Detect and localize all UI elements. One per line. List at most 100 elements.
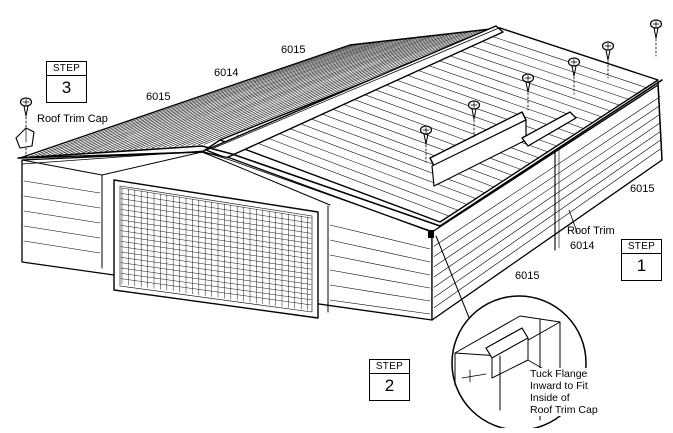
screw-slot	[604, 43, 612, 49]
screw-icon	[521, 73, 535, 111]
roof-rib	[418, 61, 594, 124]
roof-rib	[122, 35, 429, 151]
roof-trim-cap-label: Roof Trim Cap	[37, 113, 108, 125]
roof-rib	[105, 37, 416, 152]
roof-rib	[486, 34, 648, 89]
roof-rib	[463, 43, 630, 100]
roof-rib	[145, 33, 448, 149]
screw-slot	[422, 127, 430, 133]
roof-rib	[293, 112, 495, 188]
screw-shank	[423, 133, 429, 145]
roof-rib	[198, 28, 490, 146]
tuck-flange-callout: Tuck Flange Inward to Fit Inside of Roof…	[530, 368, 598, 416]
roof-rib	[237, 135, 450, 217]
siding-line	[433, 148, 661, 309]
door-hatch-line	[120, 246, 312, 275]
screw-shank	[23, 105, 29, 117]
door-hatch-line	[120, 198, 312, 229]
siding-line	[23, 180, 101, 194]
roof-rib	[407, 66, 585, 129]
roof-rib	[81, 39, 397, 154]
siding-line	[433, 131, 661, 288]
door-hatch-line	[120, 214, 312, 244]
door-hatch-line	[120, 278, 312, 306]
roof-rib	[186, 29, 480, 146]
door-hatch-line	[120, 203, 312, 234]
screw-shank	[471, 108, 477, 120]
callout-line-3: Inside of	[530, 392, 570, 404]
screw-shank	[525, 81, 531, 93]
door-hatch-line	[120, 262, 312, 290]
roof-trim-rails	[429, 111, 577, 187]
siding-line	[329, 254, 431, 276]
siding-line	[433, 113, 661, 268]
siding-line	[23, 225, 101, 239]
roof-rib	[41, 43, 365, 157]
panel-label-6014-trim: 6014	[570, 240, 595, 252]
step-2-number: 2	[384, 376, 395, 395]
callout-line-1: Tuck Flange	[530, 368, 588, 380]
door-hatch-line	[120, 251, 312, 280]
siding-line	[329, 224, 431, 250]
panel-label-6015-side: 6015	[630, 183, 655, 195]
screw-icon	[467, 100, 481, 138]
step-2-box: STEP 2	[369, 359, 410, 401]
roof-rib	[128, 35, 434, 150]
roof-rib	[58, 41, 379, 155]
roof-rib	[282, 116, 486, 194]
step-1-box: STEP 1	[621, 239, 662, 281]
roof-rib	[475, 38, 639, 94]
screw-icon	[649, 19, 663, 57]
roof-trim-cap-part	[15, 127, 35, 161]
step-3-number: 3	[61, 78, 72, 97]
panel-label-6015-wall: 6015	[515, 270, 540, 282]
roof-rib	[139, 34, 443, 150]
callout-line-2: Inward to Fit	[530, 380, 588, 392]
roof-rib	[174, 30, 471, 147]
step-1-word: STEP	[622, 240, 661, 254]
roof-rib	[151, 33, 453, 149]
roof-rib	[429, 57, 603, 118]
step-3-word: STEP	[47, 62, 86, 76]
screw-icon	[567, 57, 581, 95]
roof-rib	[99, 37, 411, 152]
screw-icon	[19, 97, 33, 135]
door-hatch-line	[120, 187, 312, 219]
roof-rib	[395, 70, 576, 135]
screw-slot	[570, 59, 578, 65]
roof-rib	[259, 125, 468, 205]
roof-trim-label: Roof Trim	[567, 225, 615, 237]
door-hatch-line	[120, 235, 312, 265]
roof-rib	[116, 36, 425, 151]
roof-rib	[52, 42, 374, 156]
panel-label-6015-top: 6015	[281, 44, 306, 56]
door-hatch-line	[120, 209, 312, 239]
roof-rib	[248, 130, 459, 211]
roof-rib	[134, 34, 439, 150]
screw-shank	[653, 27, 659, 39]
roof-rib	[87, 38, 402, 153]
step-2-word: STEP	[370, 360, 409, 374]
screw-slot	[22, 99, 30, 105]
door-hatch-line	[120, 273, 312, 301]
door-hatch-line	[120, 257, 312, 285]
panel-label-6015-left: 6015	[146, 91, 171, 103]
siding-line	[23, 195, 101, 209]
detail-target-marker	[428, 230, 434, 238]
roof-rib	[305, 107, 504, 182]
door-hatch-line	[120, 241, 312, 270]
screw-slot	[524, 75, 532, 81]
door-hatch-line	[120, 225, 312, 255]
right-side-wall	[431, 79, 663, 321]
siding-line	[433, 140, 661, 298]
siding-line	[433, 96, 661, 247]
siding-line	[23, 210, 101, 224]
roof-rib	[29, 44, 355, 157]
roof-rib	[70, 40, 388, 155]
screw-shank	[605, 49, 611, 61]
screw-slot	[470, 102, 478, 108]
screw-icon	[601, 41, 615, 79]
door-hatch-line	[120, 230, 312, 260]
roof-rib	[76, 39, 392, 154]
